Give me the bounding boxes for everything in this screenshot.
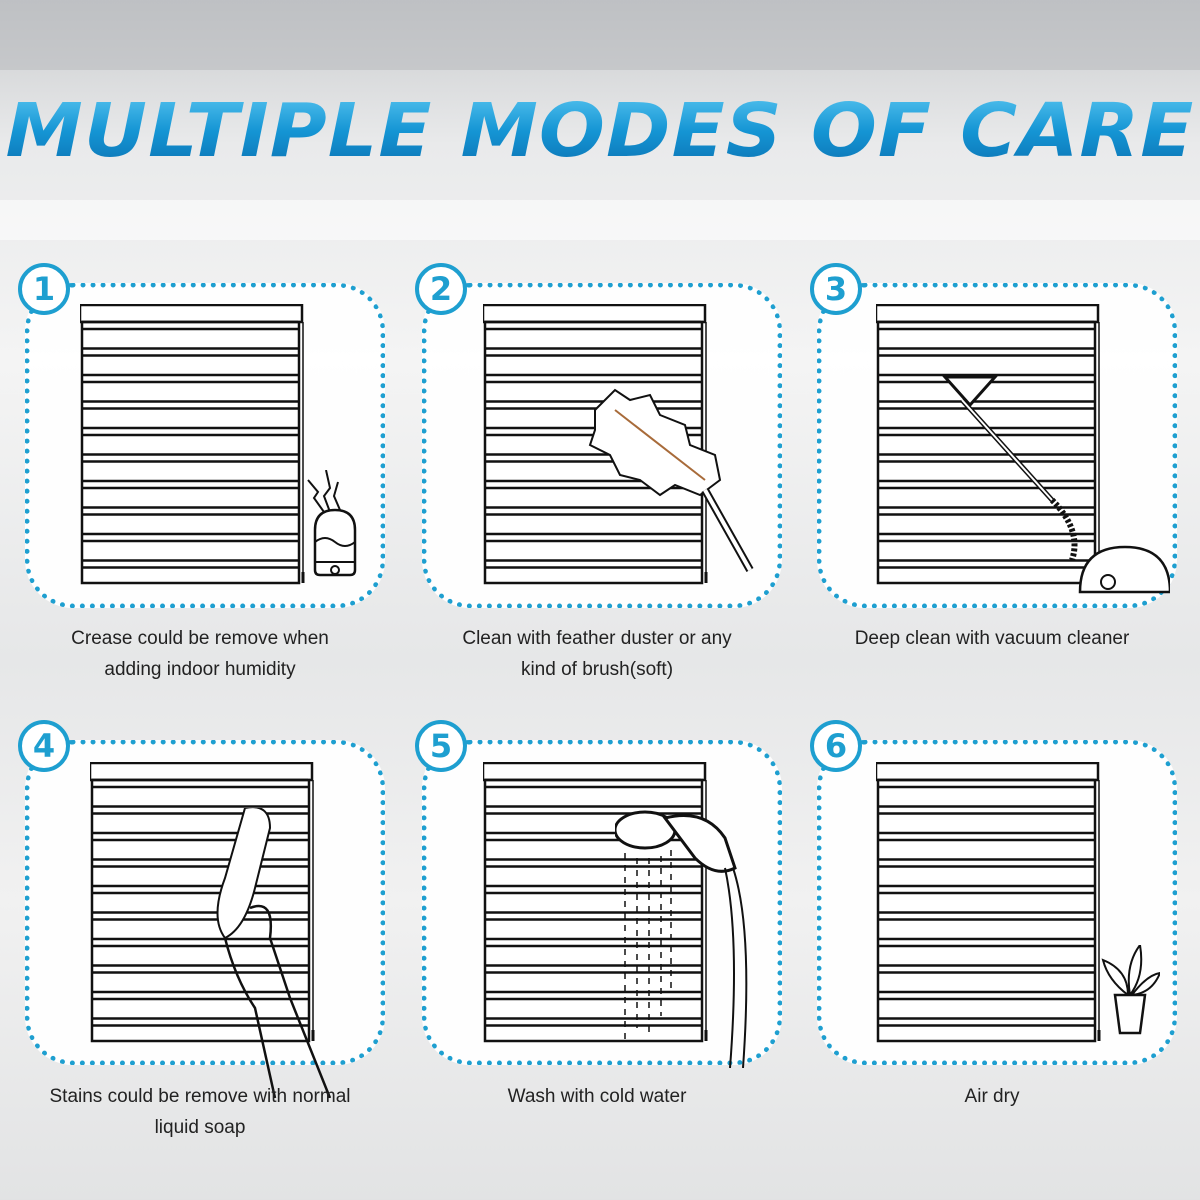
step-caption: Wash with cold water — [407, 1081, 787, 1112]
caption-line: Stains could be remove with normal — [49, 1086, 351, 1107]
caption-line: Wash with cold water — [507, 1086, 687, 1107]
background-band — [0, 0, 1200, 70]
vacuum-cleaner-icon — [940, 372, 1172, 607]
potted-plant-icon — [1100, 942, 1162, 1040]
roller-blind-illustration — [88, 761, 316, 1044]
step-number-badge: 4 — [18, 720, 70, 772]
step-number-badge: 6 — [810, 720, 862, 772]
hand-cloth-icon — [205, 806, 335, 1103]
step-number-badge: 3 — [810, 263, 862, 315]
roller-blind-illustration — [78, 303, 306, 586]
step-number-badge: 5 — [415, 720, 467, 772]
caption-line: kind of brush(soft) — [520, 659, 674, 680]
step-number-badge: 1 — [18, 263, 70, 315]
humidifier-icon — [300, 469, 370, 585]
roller-blind-illustration — [874, 761, 1102, 1044]
step-number-badge: 2 — [415, 263, 467, 315]
step-caption: Air dry — [802, 1081, 1182, 1112]
page-title: MULTIPLE MODES OF CARE — [0, 88, 1200, 174]
step-caption: Deep clean with vacuum cleaner — [802, 623, 1182, 654]
feather-duster-icon — [585, 380, 765, 585]
background-band — [0, 200, 1200, 240]
caption-line: Clean with feather duster or any — [462, 628, 732, 649]
caption-line: Air dry — [964, 1086, 1020, 1107]
caption-line: Deep clean with vacuum cleaner — [854, 628, 1130, 649]
step-caption: Crease could be remove when adding indoor… — [10, 623, 390, 685]
shower-head-icon — [613, 808, 765, 1073]
caption-line: adding indoor humidity — [104, 659, 296, 680]
step-caption: Clean with feather duster or any kind of … — [407, 623, 787, 685]
caption-line: liquid soap — [154, 1117, 246, 1138]
step-caption: Stains could be remove with normal liquid… — [10, 1081, 390, 1143]
caption-line: Crease could be remove when — [71, 628, 329, 649]
